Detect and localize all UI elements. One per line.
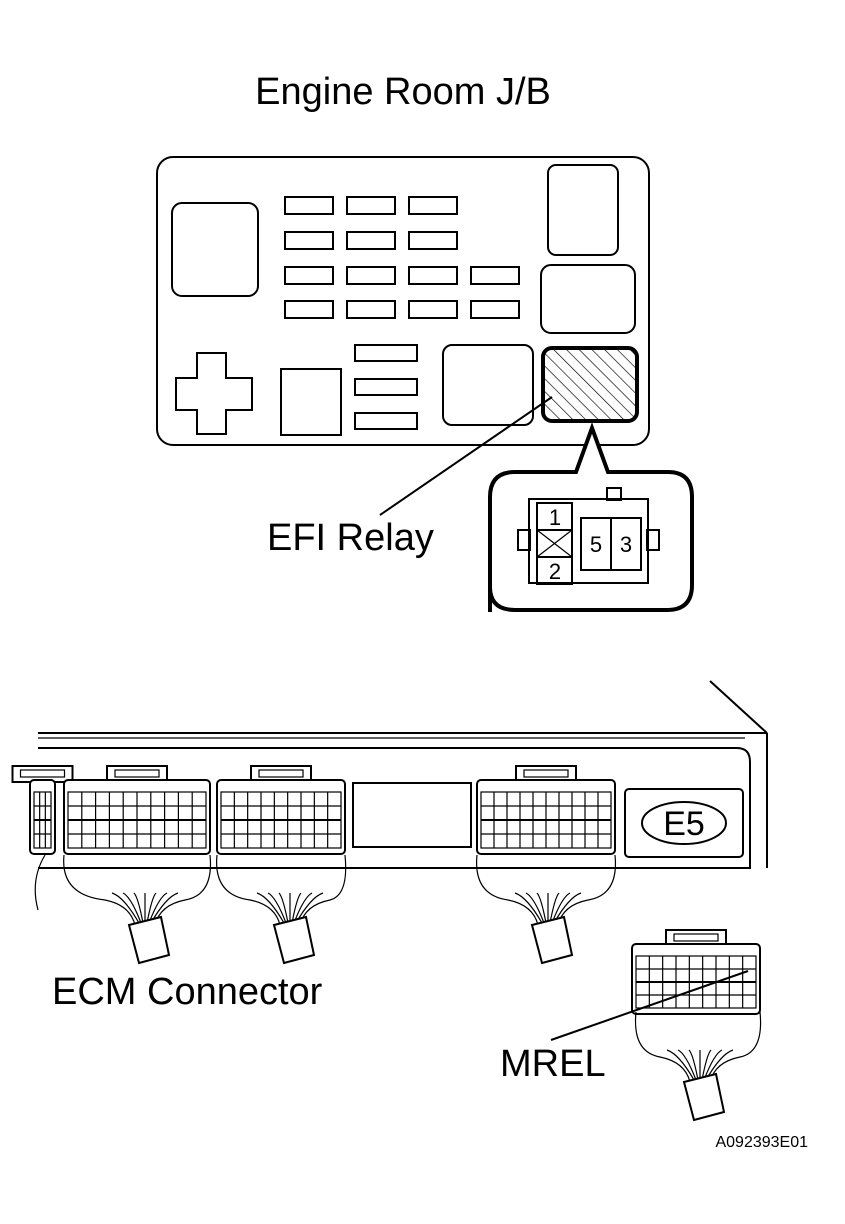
connector-code-label: E5 xyxy=(663,805,705,843)
fuse-grid xyxy=(284,196,520,319)
harness-2 xyxy=(216,854,347,965)
pin-3-label: 3 xyxy=(620,532,632,557)
ecm-connector-label: ECM Connector xyxy=(52,971,323,1013)
pin-5-label: 5 xyxy=(590,532,602,557)
pin-2-label: 2 xyxy=(549,559,561,584)
figure-id: A092393E01 xyxy=(715,1134,808,1151)
ecm-housing: E5 xyxy=(38,680,768,869)
mrel-leader-line xyxy=(550,970,749,1041)
connector-block-1 xyxy=(63,765,211,855)
mrel-connector xyxy=(631,929,762,1122)
connector-partial-left xyxy=(11,765,74,855)
connector-code-badge xyxy=(641,801,727,845)
efi-relay-leader-line xyxy=(379,396,553,516)
pin-1-label: 1 xyxy=(549,505,561,530)
junction-block xyxy=(156,156,650,446)
efi-relay-location xyxy=(541,346,639,423)
mrel-label: MREL xyxy=(500,1043,606,1085)
harness-1 xyxy=(63,854,212,965)
pin-2-cell xyxy=(536,556,573,585)
relay-pinout-callout: 1 2 5 3 xyxy=(488,422,694,612)
connector-block-2 xyxy=(216,765,346,855)
diagram-title: Engine Room J/B xyxy=(255,71,551,113)
ecm-connectors xyxy=(11,765,617,965)
harness-3 xyxy=(475,854,617,965)
mrel-harness xyxy=(634,1011,762,1122)
connector-block-3 xyxy=(476,765,616,855)
efi-relay-label: EFI Relay xyxy=(267,517,434,559)
mrel-connector-body xyxy=(631,929,761,1015)
